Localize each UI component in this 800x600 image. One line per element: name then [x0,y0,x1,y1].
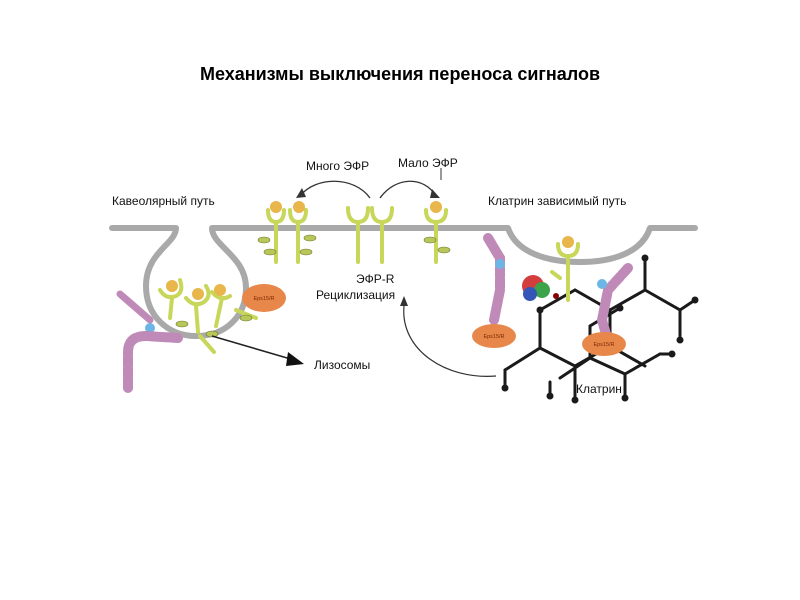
clathrin-pit-ligand [562,236,574,248]
adaptor-complex [522,275,559,301]
egf-ligand-single [430,201,442,213]
label-few-egf: Мало ЭФР [398,156,458,170]
adaptor-chain-left [123,330,183,393]
eps15-oval-left: Eps15/R [242,284,286,312]
recycling-arrow [403,305,497,377]
arrowhead-left [296,188,306,198]
receptor-few-egf [424,208,448,264]
caveola-tags [175,314,253,338]
lysosome-arrow-line [211,335,295,361]
curved-arrows [299,180,437,199]
receptor-dimer-egfr [346,206,394,264]
eps15-oval-right-2: Eps15/R [582,332,626,356]
recycling-arrowhead [400,296,408,306]
egf-ligand-icon [270,201,305,213]
label-many-egf: Много ЭФР [306,159,369,173]
receptor-dimer-many-egf [266,208,308,264]
label-clathrin-path: Клатрин зависимый путь [488,194,626,208]
caveola-receptors [158,278,258,354]
clathrin-pit-receptors [550,242,580,302]
adaptor-chain-right-a [483,233,505,325]
slide-title: Механизмы выключения переноса сигналов [199,64,601,84]
label-egfr: ЭФР-R [356,272,395,286]
caveola-pit [142,227,250,340]
clathrin-pit [505,226,653,266]
clathrin-lattice-nodes [501,254,699,404]
eps15-label-right-2: Eps15/R [593,342,614,348]
label-lysosomes: Лизосомы [314,358,370,372]
eps15-oval-right-1: Eps15/R [472,324,516,348]
label-recycling: Рециклизация [316,288,395,302]
eps15-label-right-1: Eps15/R [483,334,504,340]
caveola-ligands [166,280,226,300]
phospho-tags [257,234,317,256]
adaptor-chain-right-b [596,263,633,339]
blue-dot-left [145,323,155,333]
eps15-label-left: Eps15/R [253,296,274,302]
label-caveolar-path: Кавеолярный путь [112,194,215,208]
arrowhead-right [430,189,440,198]
phospho-tags-right [423,236,451,254]
adaptor-chain-left-b [116,290,154,324]
lysosome-arrowhead [286,352,304,366]
blue-dots-right [495,259,607,289]
label-clathrin: Клатрин [576,382,622,396]
